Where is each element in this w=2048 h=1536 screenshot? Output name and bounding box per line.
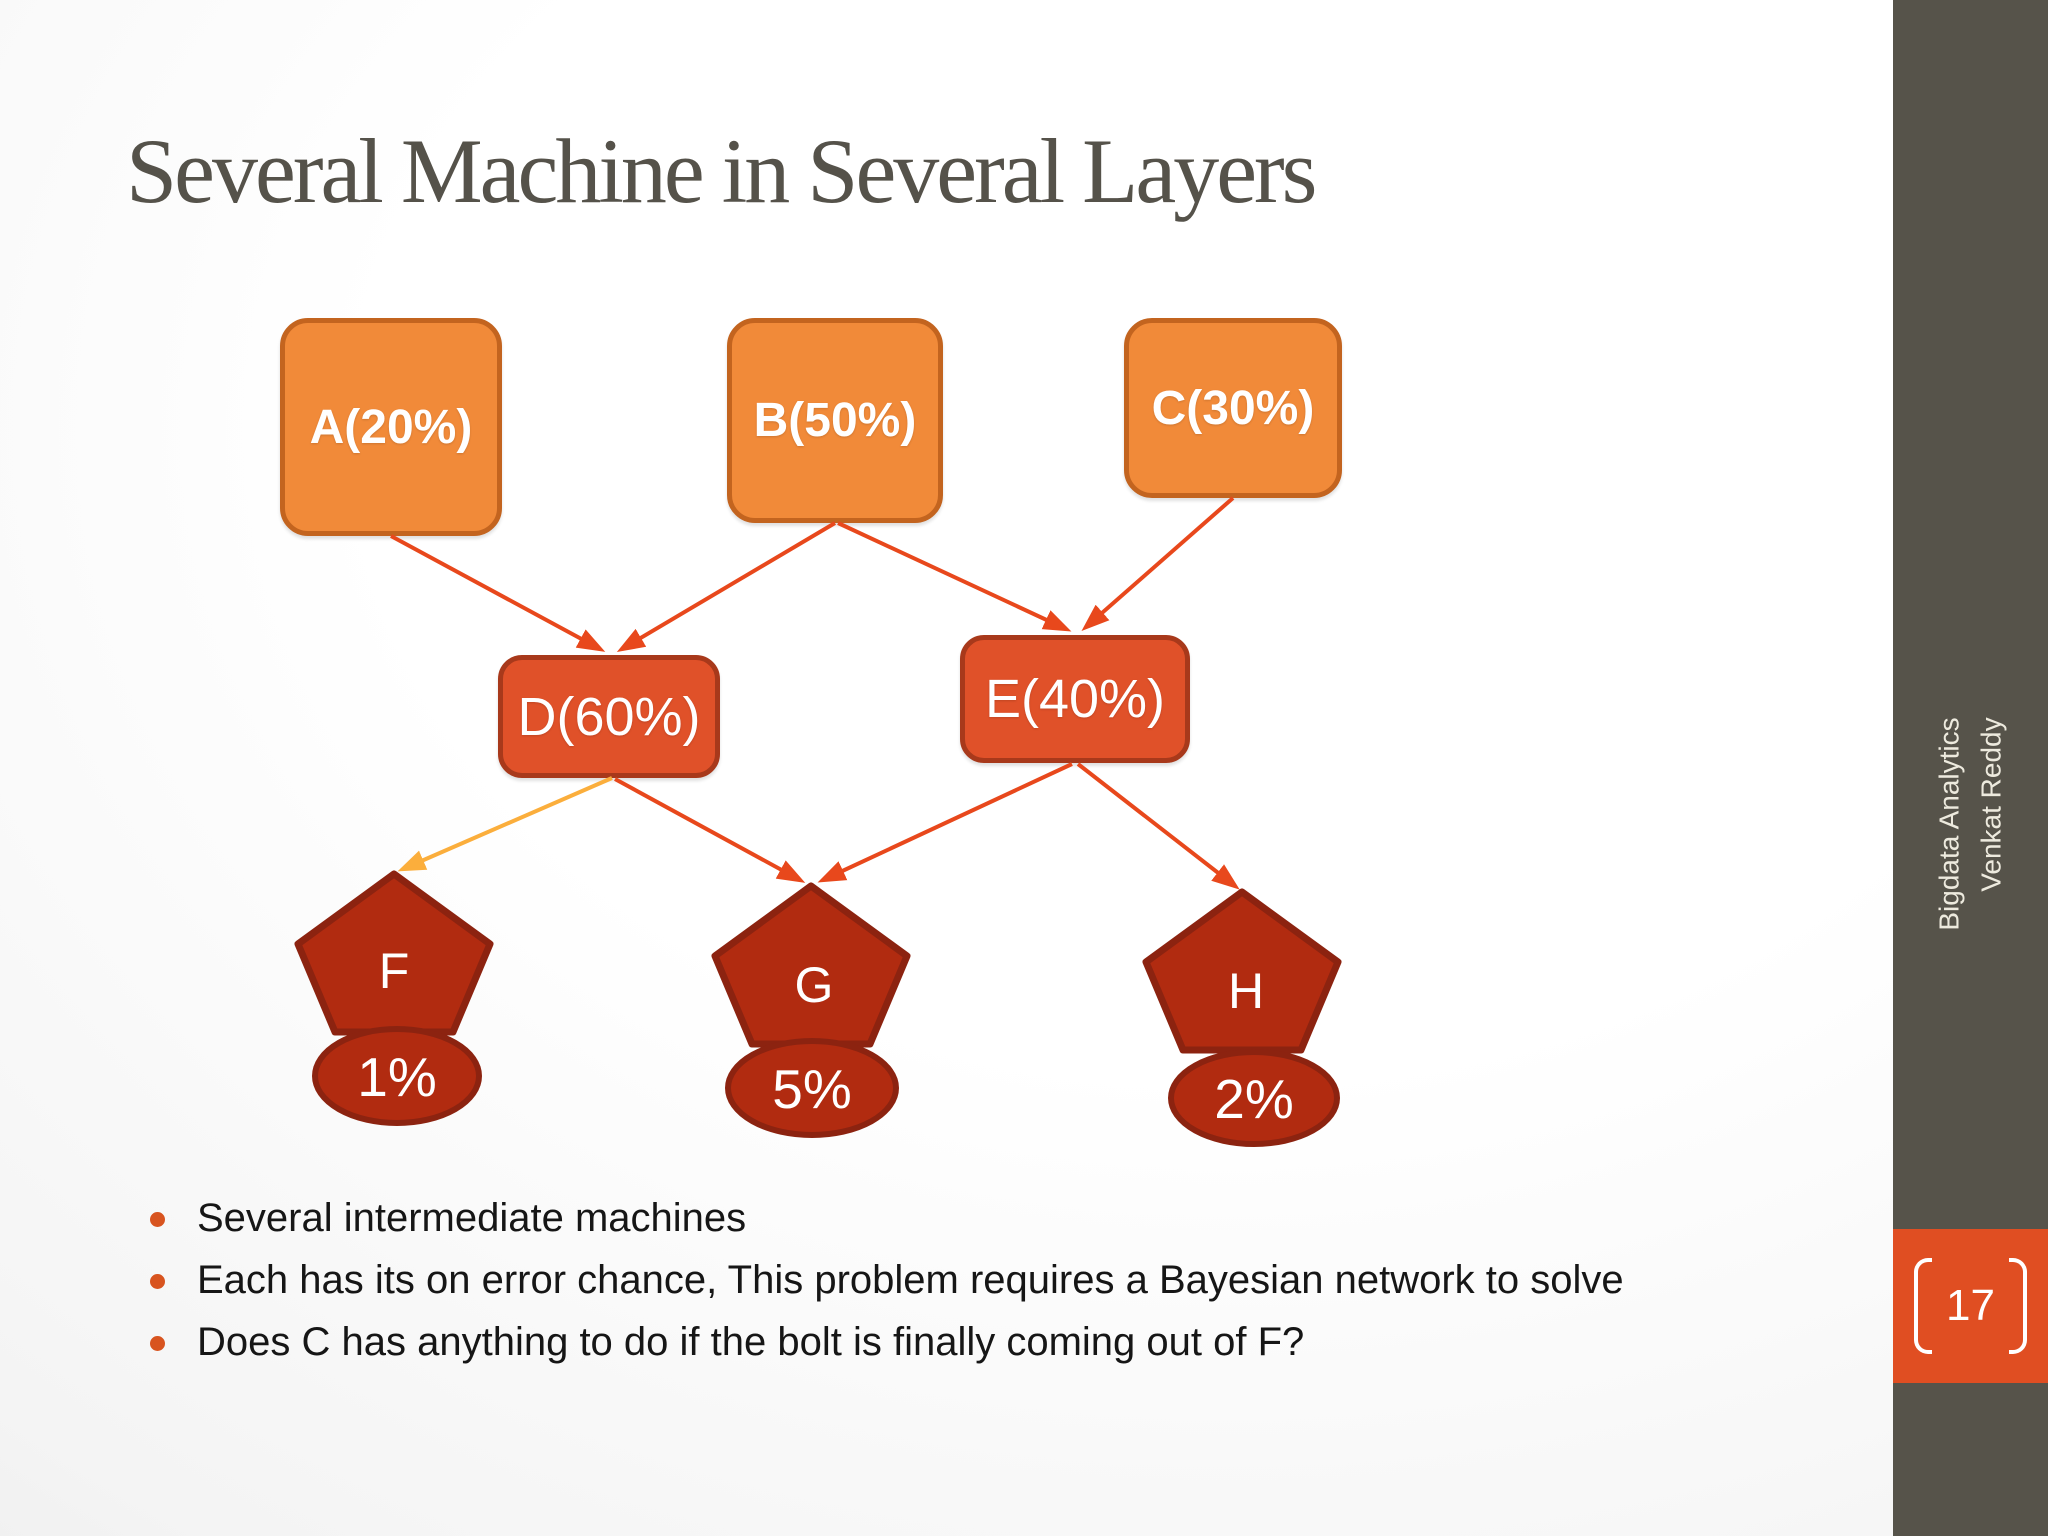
bullet-dot	[150, 1274, 165, 1289]
sidebar-author-name: Venkat Reddy	[1975, 717, 2007, 892]
output-node-g-label: G	[795, 957, 834, 1013]
machine-node-e-label: E(40%)	[984, 669, 1166, 729]
machine-node-b-label: B(50%)	[753, 394, 917, 447]
bullet-item: Each has its on error chance, This probl…	[150, 1254, 1730, 1306]
machine-node-d-label: D(60%)	[517, 686, 701, 747]
left-bracket-icon	[1914, 1258, 1933, 1354]
edge-e-to-h	[1076, 762, 1240, 890]
bullet-text: Several intermediate machines	[197, 1196, 747, 1240]
edge-a-to-d	[390, 534, 606, 652]
edge-b-to-d	[616, 521, 837, 653]
machine-node-d: D(60%)	[498, 655, 720, 778]
machine-node-e: E(40%)	[960, 635, 1190, 763]
page-number: 17	[1946, 1281, 1995, 1330]
sidebar: Bigdata Analytics Venkat Reddy 17	[1893, 0, 2048, 1536]
machine-node-a: A(20%)	[280, 318, 502, 536]
machine-node-c-label: C(30%)	[1151, 381, 1315, 435]
bullet-text: Each has its on error chance, This probl…	[197, 1258, 1624, 1302]
error-rate-g-value: 5%	[772, 1058, 852, 1120]
bullet-dot	[150, 1212, 165, 1227]
error-rate-f-shape	[312, 1026, 482, 1126]
bullet-item: Several intermediate machines	[150, 1192, 1730, 1244]
edge-d-to-g	[614, 777, 806, 883]
error-rate-h-value: 2%	[1214, 1068, 1294, 1130]
error-rate-h-shape	[1168, 1049, 1340, 1147]
edge-e-to-g	[817, 762, 1073, 883]
page-number-box: 17	[1893, 1229, 2048, 1383]
error-rate-g-shape	[725, 1038, 899, 1138]
machine-node-b: B(50%)	[727, 318, 943, 523]
error-rate-f-value: 1%	[357, 1046, 437, 1108]
edge-d-to-f	[397, 776, 613, 872]
sidebar-course-name: Bigdata Analytics	[1933, 717, 1965, 931]
machine-node-c: C(30%)	[1124, 318, 1342, 498]
bullet-item: Does C has anything to do if the bolt is…	[150, 1316, 1730, 1368]
output-node-f-label: F	[379, 943, 410, 999]
bullet-text: Does C has anything to do if the bolt is…	[197, 1320, 1305, 1364]
bullet-dot	[150, 1336, 165, 1351]
machine-node-a-label: A(20%)	[309, 400, 473, 454]
sidebar-vertical-text: Bigdata Analytics Venkat Reddy	[1893, 674, 2048, 974]
sidebar-vertical-text-lines: Bigdata Analytics Venkat Reddy	[1929, 717, 2013, 930]
bullet-list: Several intermediate machines Each has i…	[150, 1192, 1730, 1378]
slide-title: Several Machine in Several Layers	[126, 120, 1317, 222]
edge-c-to-e	[1081, 496, 1235, 631]
right-bracket-icon	[2008, 1258, 2027, 1354]
output-node-h-label: H	[1228, 963, 1264, 1019]
edge-b-to-e	[837, 521, 1072, 632]
